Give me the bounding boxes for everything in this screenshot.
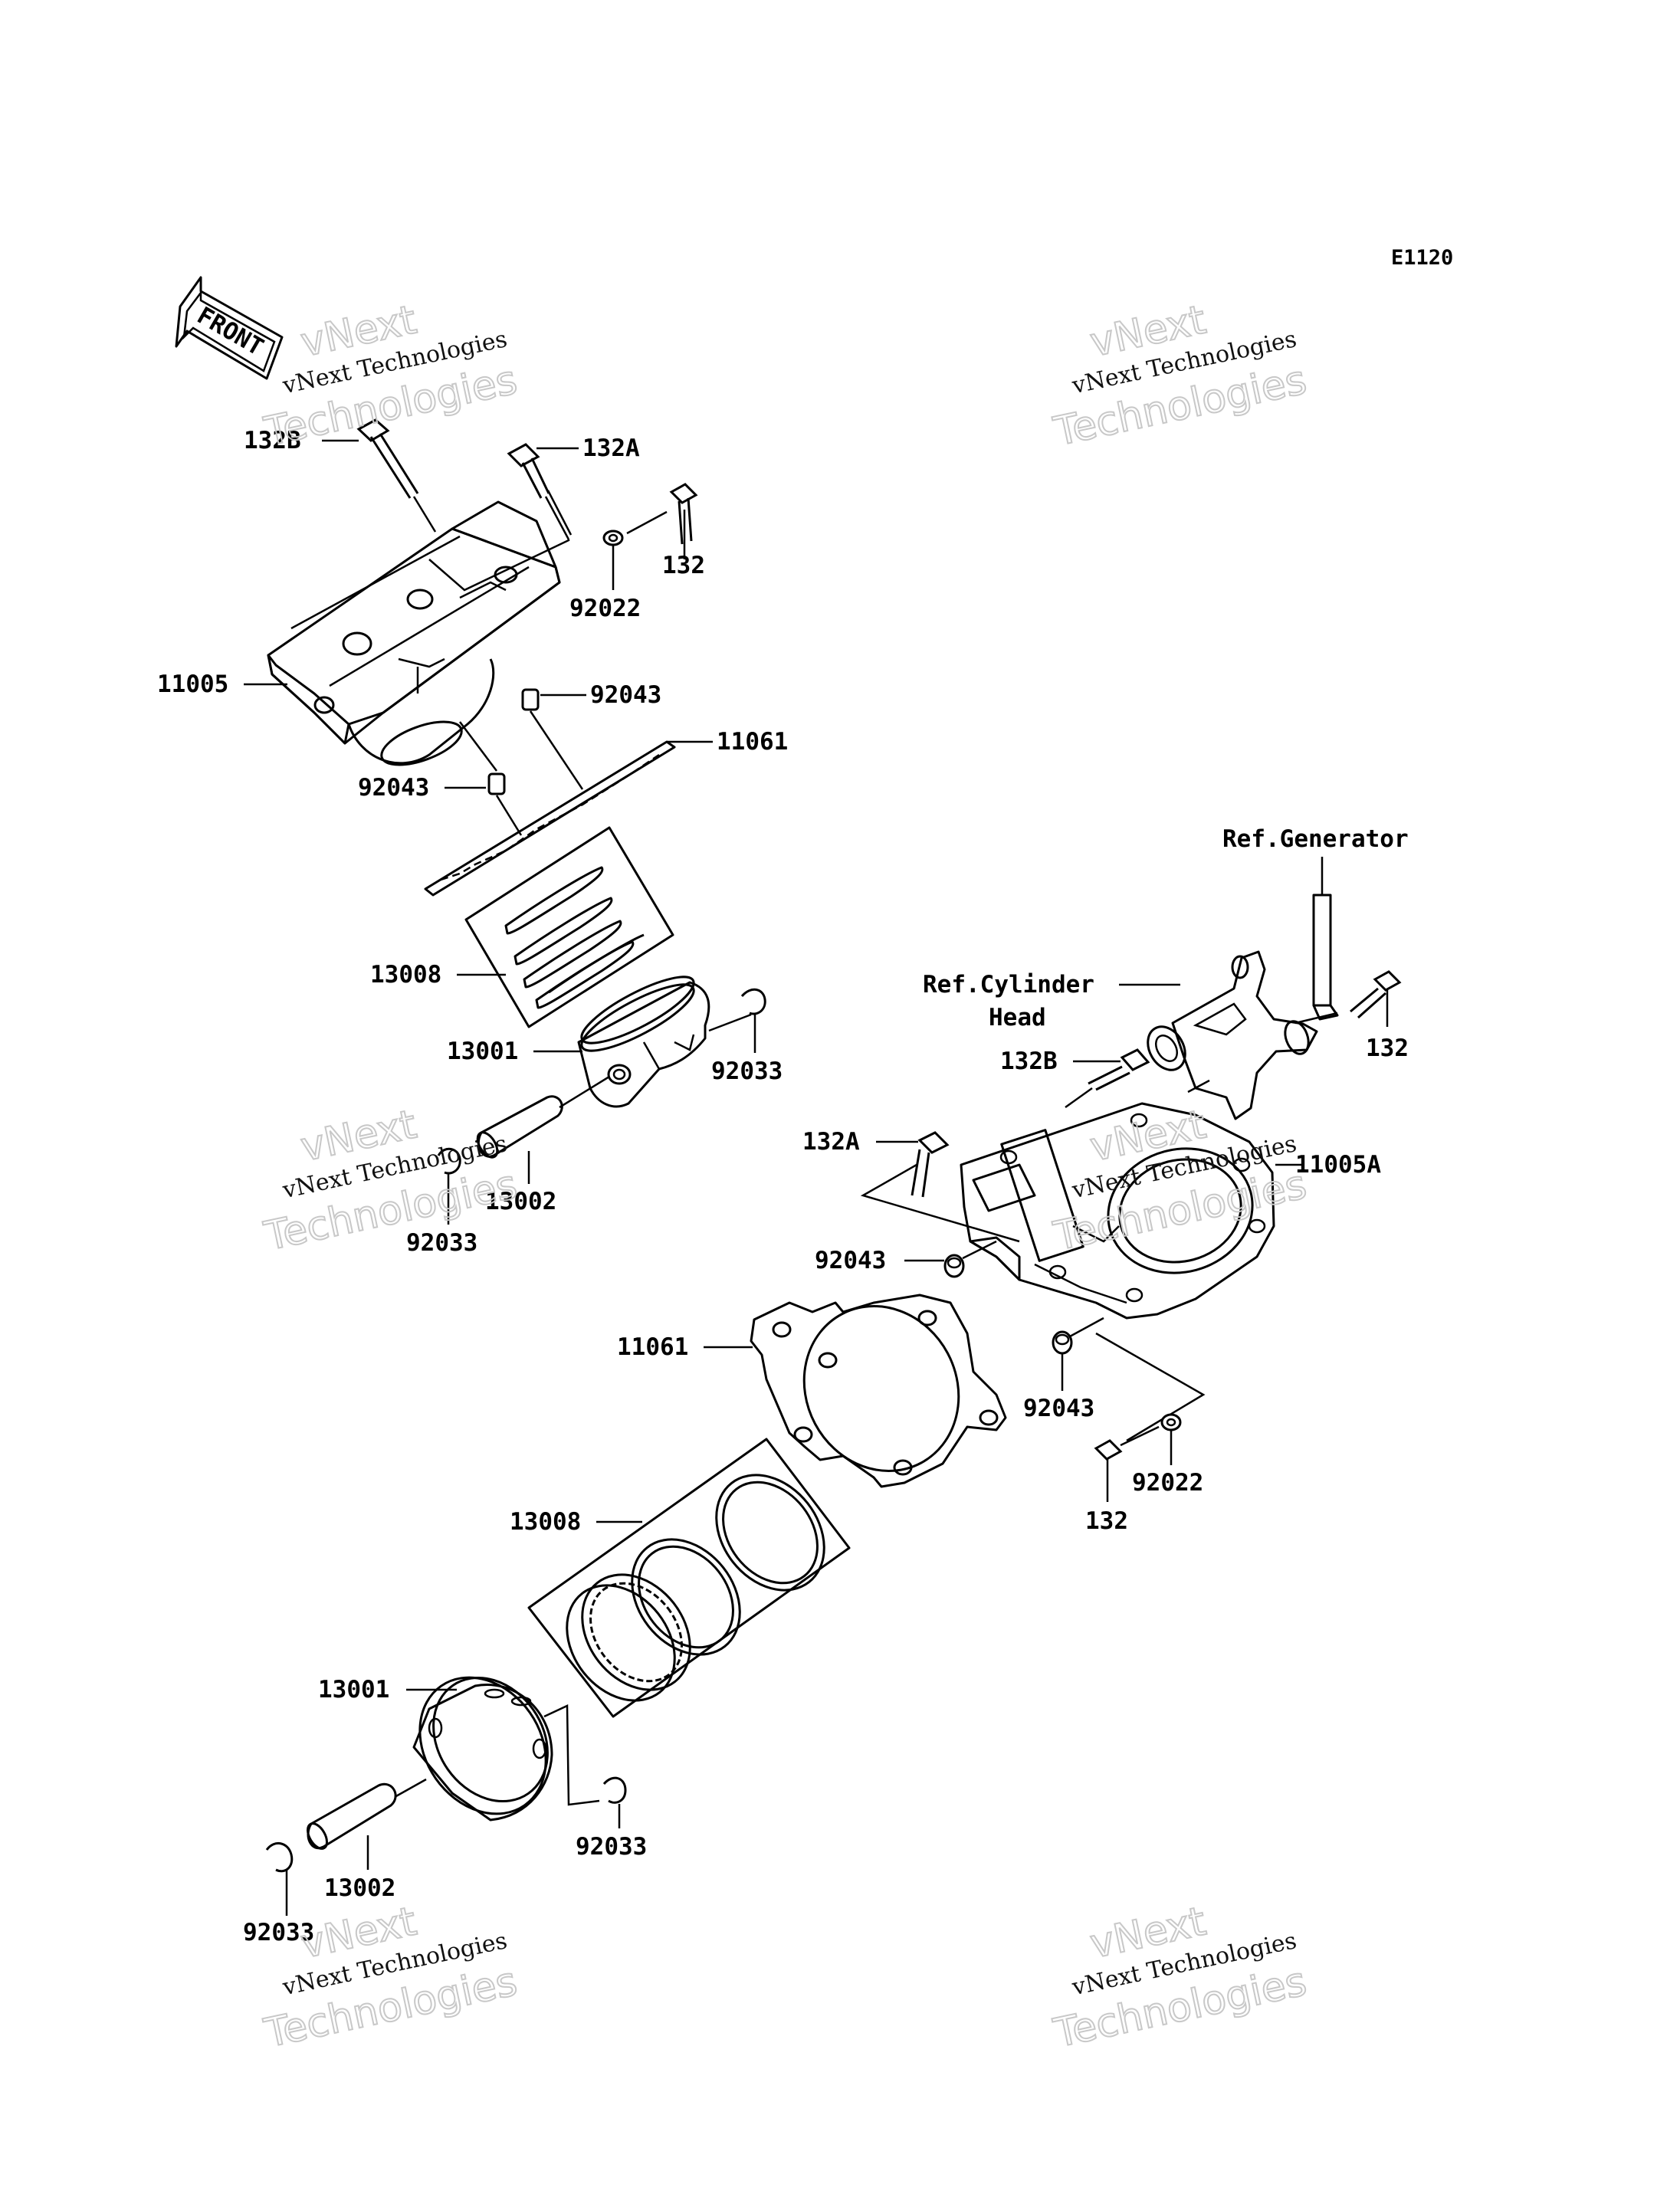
leader-line: [529, 710, 584, 790]
leader-line: [394, 1778, 427, 1799]
label-lower-92033-b: 92033: [243, 1919, 314, 1946]
lower-bolt-132b: [1088, 1048, 1150, 1091]
label-upper-13001: 13001: [447, 1038, 518, 1065]
lower-washer-92022: [1160, 1413, 1182, 1431]
upper-circlip-92033-a: [740, 988, 766, 1015]
label-ref-generator: Ref.Generator: [1222, 825, 1409, 853]
leader-line: [546, 490, 573, 536]
upper-dowel-92043-b: [487, 772, 506, 795]
front-arrow-icon: FRONT: [175, 276, 284, 380]
lower-bolt-132-right: [1350, 970, 1402, 1019]
lower-piston-13001: [412, 1676, 553, 1822]
label-upper-92022: 92022: [569, 595, 641, 622]
label-lower-13002: 13002: [324, 1874, 395, 1902]
ref-cylinder-head-fitting: [1147, 950, 1318, 1120]
lower-circlip-92033-b: [265, 1842, 294, 1873]
leader-line: [1294, 1012, 1338, 1025]
leader-line: [962, 1240, 997, 1260]
label-lower-92033-a: 92033: [576, 1833, 647, 1861]
upper-bolt-132: [669, 483, 698, 559]
label-ref-cylinder-line1: Ref.Cylinder: [923, 971, 1094, 998]
lower-gasket-11061: [750, 1294, 1007, 1488]
lower-dowel-92043-a: [943, 1254, 965, 1278]
upper-gasket-11061: [424, 740, 676, 897]
label-upper-132b: 132B: [244, 427, 301, 454]
label-upper-92033-b: 92033: [406, 1229, 477, 1257]
label-lower-92022: 92022: [1132, 1469, 1203, 1497]
label-upper-132: 132: [662, 552, 705, 579]
leader-line: [1187, 1079, 1210, 1094]
watermark-top-right: vNext vNext Technologies Technologies: [1049, 297, 1311, 457]
leader-line: [708, 1013, 752, 1032]
leader-line: [626, 510, 668, 535]
label-lower-13008: 13008: [510, 1508, 581, 1536]
label-upper-11061: 11061: [717, 728, 788, 756]
front-arrow-label: FRONT: [192, 302, 268, 362]
leader-line: [1065, 1087, 1093, 1109]
label-lower-11061: 11061: [617, 1333, 688, 1361]
upper-bolt-132b: [356, 418, 437, 533]
label-lower-132-right: 132: [1366, 1035, 1409, 1062]
upper-bolt-132a: [507, 443, 570, 540]
label-lower-132a: 132A: [802, 1128, 860, 1156]
leader-line: [543, 1704, 600, 1806]
label-upper-132a: 132A: [582, 434, 640, 462]
ref-generator-bracket: [1312, 894, 1339, 1021]
leader-line: [428, 539, 570, 592]
upper-washer-92022: [602, 530, 624, 546]
watermark-top-left: vNext vNext Technologies Technologies: [260, 297, 522, 457]
label-lower-132: 132: [1085, 1507, 1128, 1535]
label-upper-92033-a: 92033: [711, 1058, 783, 1085]
label-upper-13008: 13008: [370, 961, 441, 989]
label-upper-11005: 11005: [157, 671, 228, 698]
upper-piston-pin-13002: [476, 1095, 563, 1159]
label-lower-92043-a: 92043: [815, 1247, 886, 1274]
watermark-bottom-right: vNext vNext Technologies Technologies: [1049, 1898, 1311, 2058]
lower-circlip-92033-a: [602, 1776, 627, 1804]
watermark-bottom-left: vNext vNext Technologies Technologies: [260, 1898, 522, 2058]
lower-dowel-92043-b: [1052, 1330, 1073, 1355]
upper-piston-13001: [577, 976, 710, 1108]
label-lower-92043-b: 92043: [1023, 1395, 1094, 1422]
leader-line: [860, 1163, 1020, 1243]
upper-dowel-92043-a: [521, 688, 540, 711]
label-upper-92043-b: 92043: [358, 774, 429, 802]
upper-circlip-92033-b: [437, 1147, 461, 1175]
label-lower-11005a: 11005A: [1295, 1151, 1381, 1179]
diagram-code: E1120: [1391, 246, 1453, 270]
lower-bolt-132: [1094, 1425, 1160, 1461]
watermark-middle-left: vNext vNext Technologies Technologies: [260, 1101, 522, 1261]
upper-piston-rings-13008: [464, 826, 674, 1028]
lower-cylinder-block-11005a: [960, 1102, 1275, 1320]
leader-line: [559, 1075, 610, 1109]
label-lower-13001: 13001: [318, 1676, 389, 1703]
lower-piston-rings-13008: [527, 1438, 851, 1718]
label-lower-132b: 132B: [1000, 1048, 1058, 1075]
leader-line: [459, 721, 497, 772]
lower-bolt-132a: [911, 1131, 950, 1198]
leader-line: [1069, 1317, 1104, 1338]
label-upper-13002: 13002: [485, 1188, 556, 1215]
label-ref-cylinder-line2: Head: [989, 1004, 1046, 1031]
upper-cylinder-block-11005: [267, 500, 561, 766]
lower-piston-pin-13002: [307, 1782, 397, 1850]
leader-line: [1095, 1332, 1206, 1442]
label-upper-92043-a: 92043: [590, 681, 661, 709]
leader-line: [495, 795, 523, 836]
